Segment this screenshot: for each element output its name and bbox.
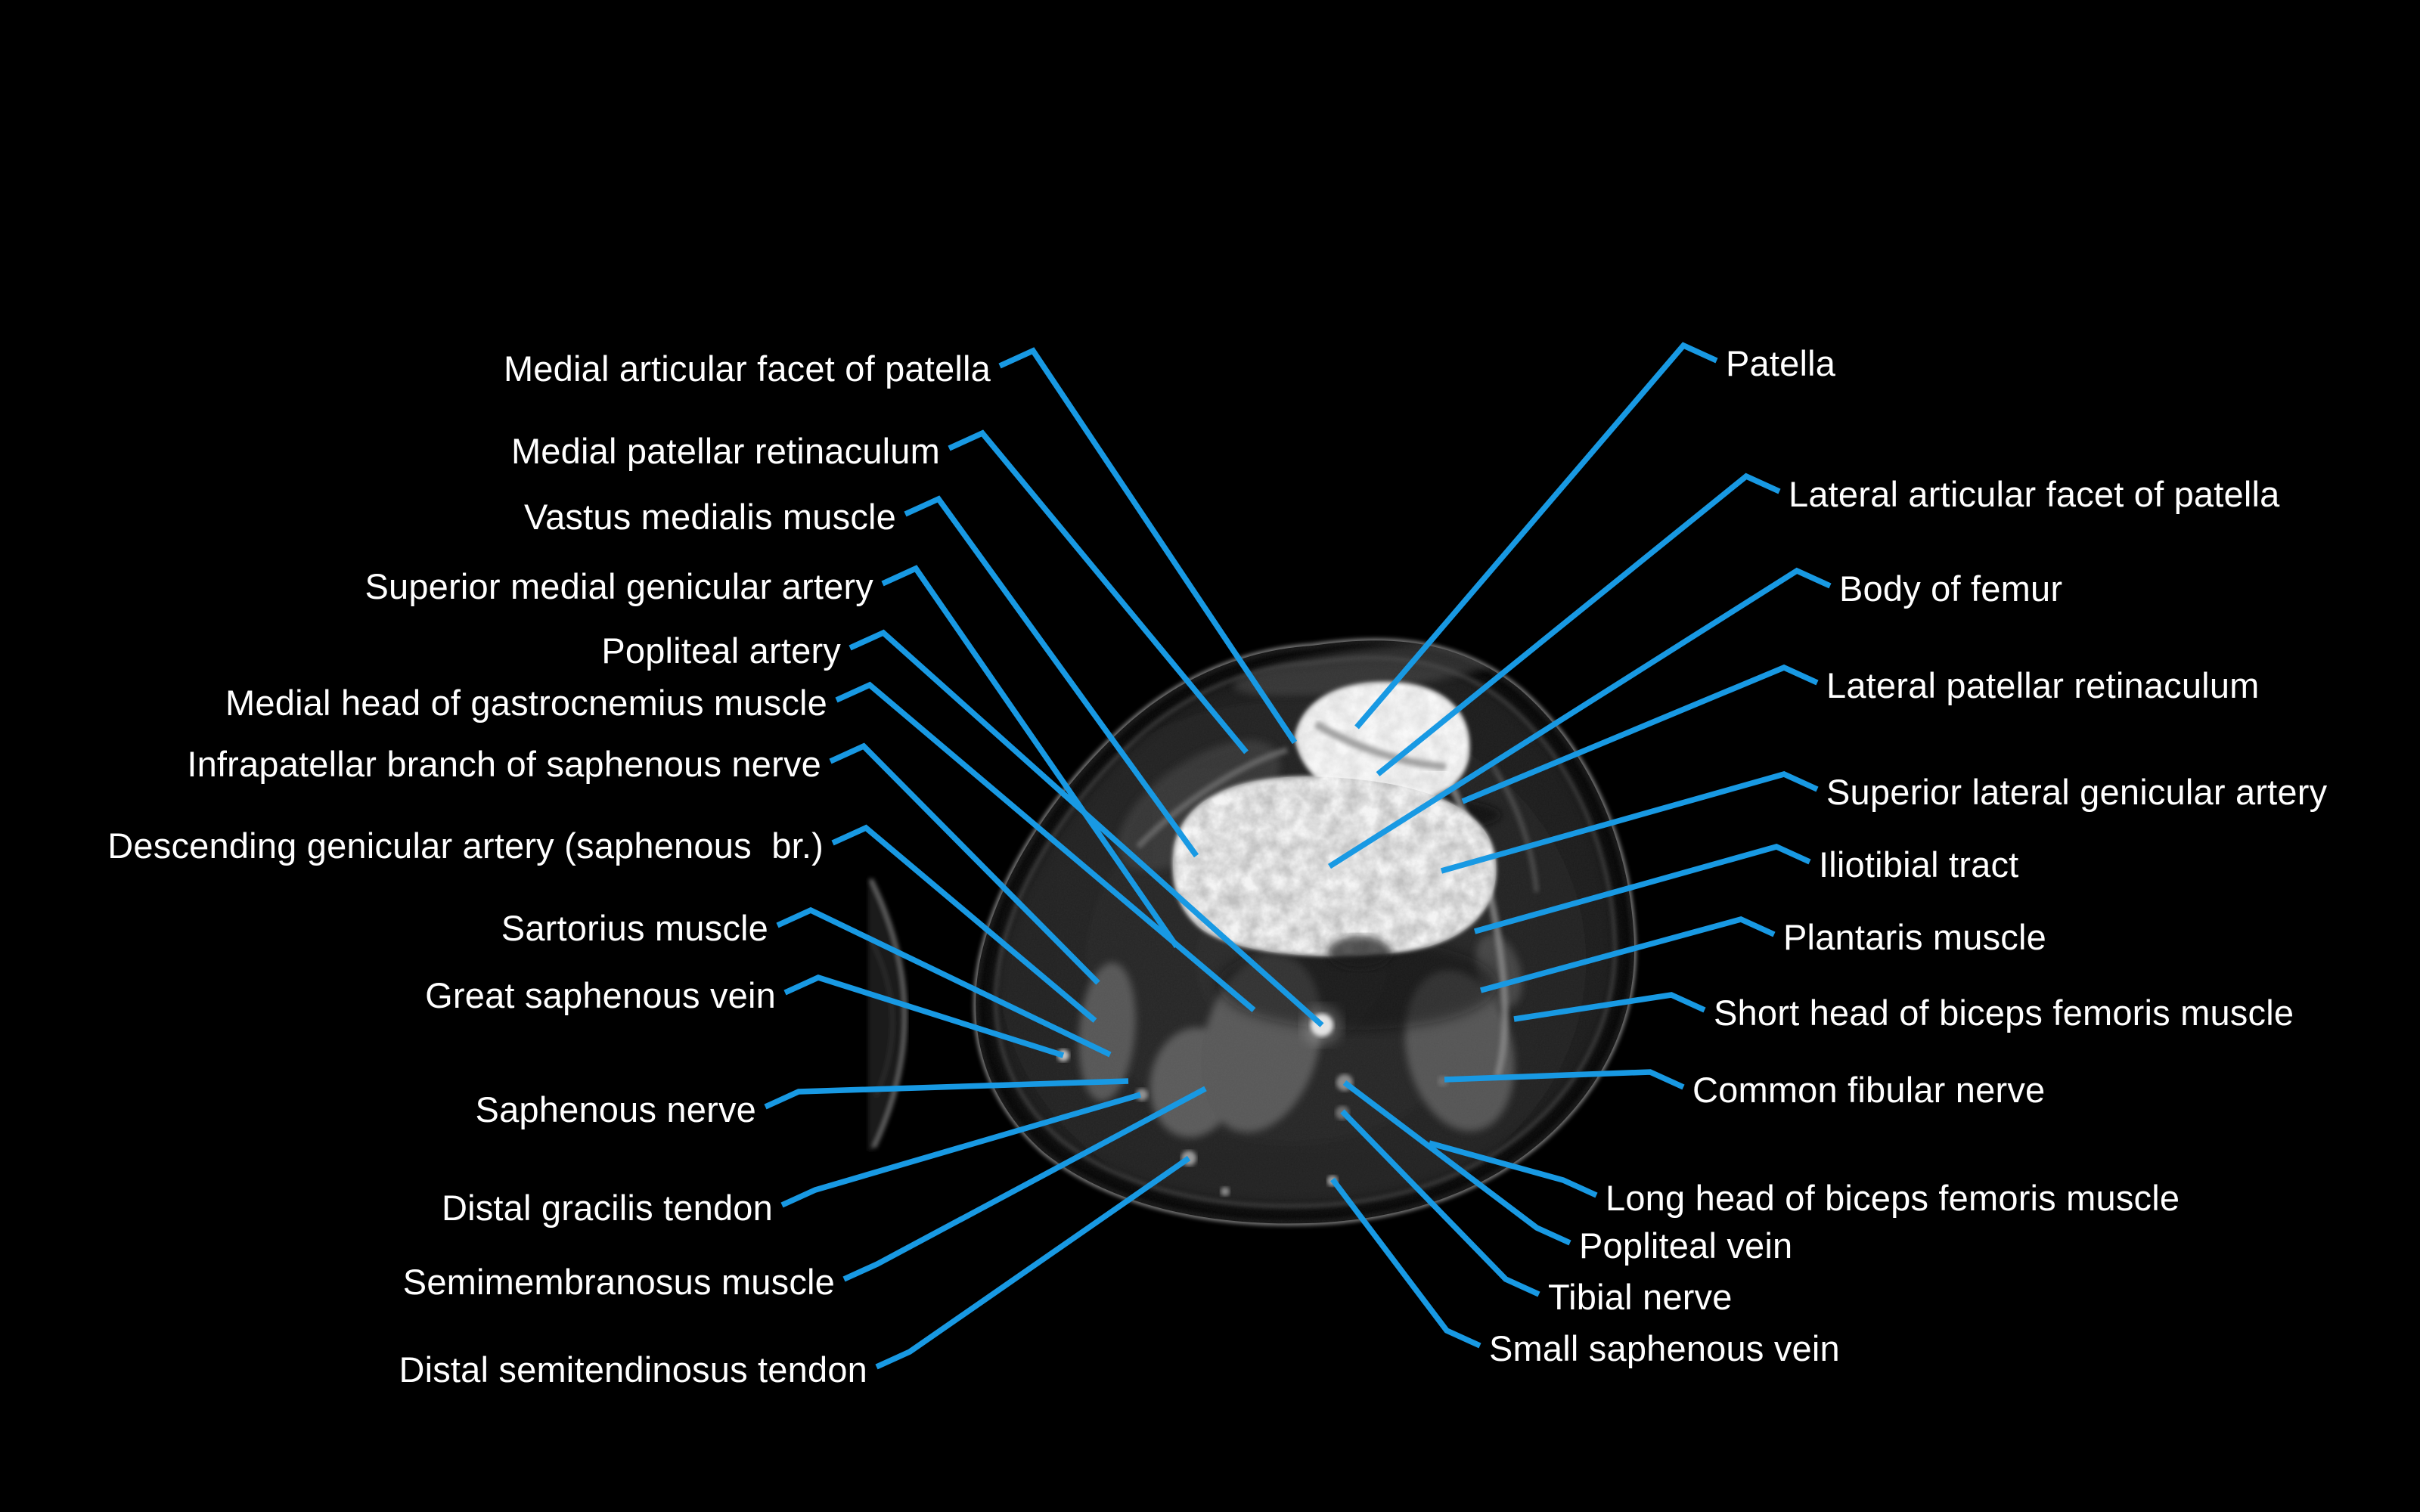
leader-line-saphenous-nerve xyxy=(764,1078,1129,1110)
leader-line-great-saphenous-vein xyxy=(783,974,1065,1058)
leader-line-lateral-patellar-retinaculum xyxy=(1461,664,1819,804)
knee-cross-section xyxy=(973,638,1637,1225)
leader-line-descending-genicular-artery-saphenous-br xyxy=(831,824,1097,1023)
leader-line-common-fibular-nerve xyxy=(1444,1069,1685,1090)
leader-line-tibial-nerve xyxy=(1340,1109,1540,1297)
leader-line-patella xyxy=(1354,342,1718,730)
leader-line-short-head-of-biceps-femoris-muscle xyxy=(1513,992,1706,1022)
leader-line-plantaris-muscle xyxy=(1480,916,1776,993)
leader-line-medial-articular-facet-of-patella xyxy=(998,347,1298,745)
leader-line-superior-lateral-genicular-artery xyxy=(1440,771,1819,874)
leader-line-lateral-articular-facet-of-patella xyxy=(1376,472,1781,776)
leader-line-infrapatellar-branch-of-saphenous-nerve xyxy=(829,742,1100,985)
leader-line-sartorius-muscle xyxy=(776,906,1112,1058)
leader-line-distal-gracilis-tendon xyxy=(780,1092,1142,1208)
leader-line-long-head-of-biceps-femoris-muscle xyxy=(1428,1140,1598,1198)
leader-line-iliotibial-tract xyxy=(1473,844,1811,934)
leader-line-distal-semitendinosus-tendon xyxy=(875,1155,1191,1370)
leader-line-popliteal-vein xyxy=(1342,1080,1571,1246)
leader-line-semimembranosus-muscle xyxy=(842,1086,1207,1282)
leader-line-small-saphenous-vein xyxy=(1330,1177,1481,1349)
leader-line-medial-head-of-gastrocnemius-muscle xyxy=(835,681,1256,1012)
leader-line-vastus-medialis-muscle xyxy=(904,495,1199,858)
leader-line-popliteal-artery xyxy=(849,629,1324,1027)
leader-line-medial-patellar-retinaculum xyxy=(948,429,1249,754)
adjacent-knee-edge xyxy=(868,877,908,1151)
leader-line-body-of-femur xyxy=(1327,567,1832,869)
